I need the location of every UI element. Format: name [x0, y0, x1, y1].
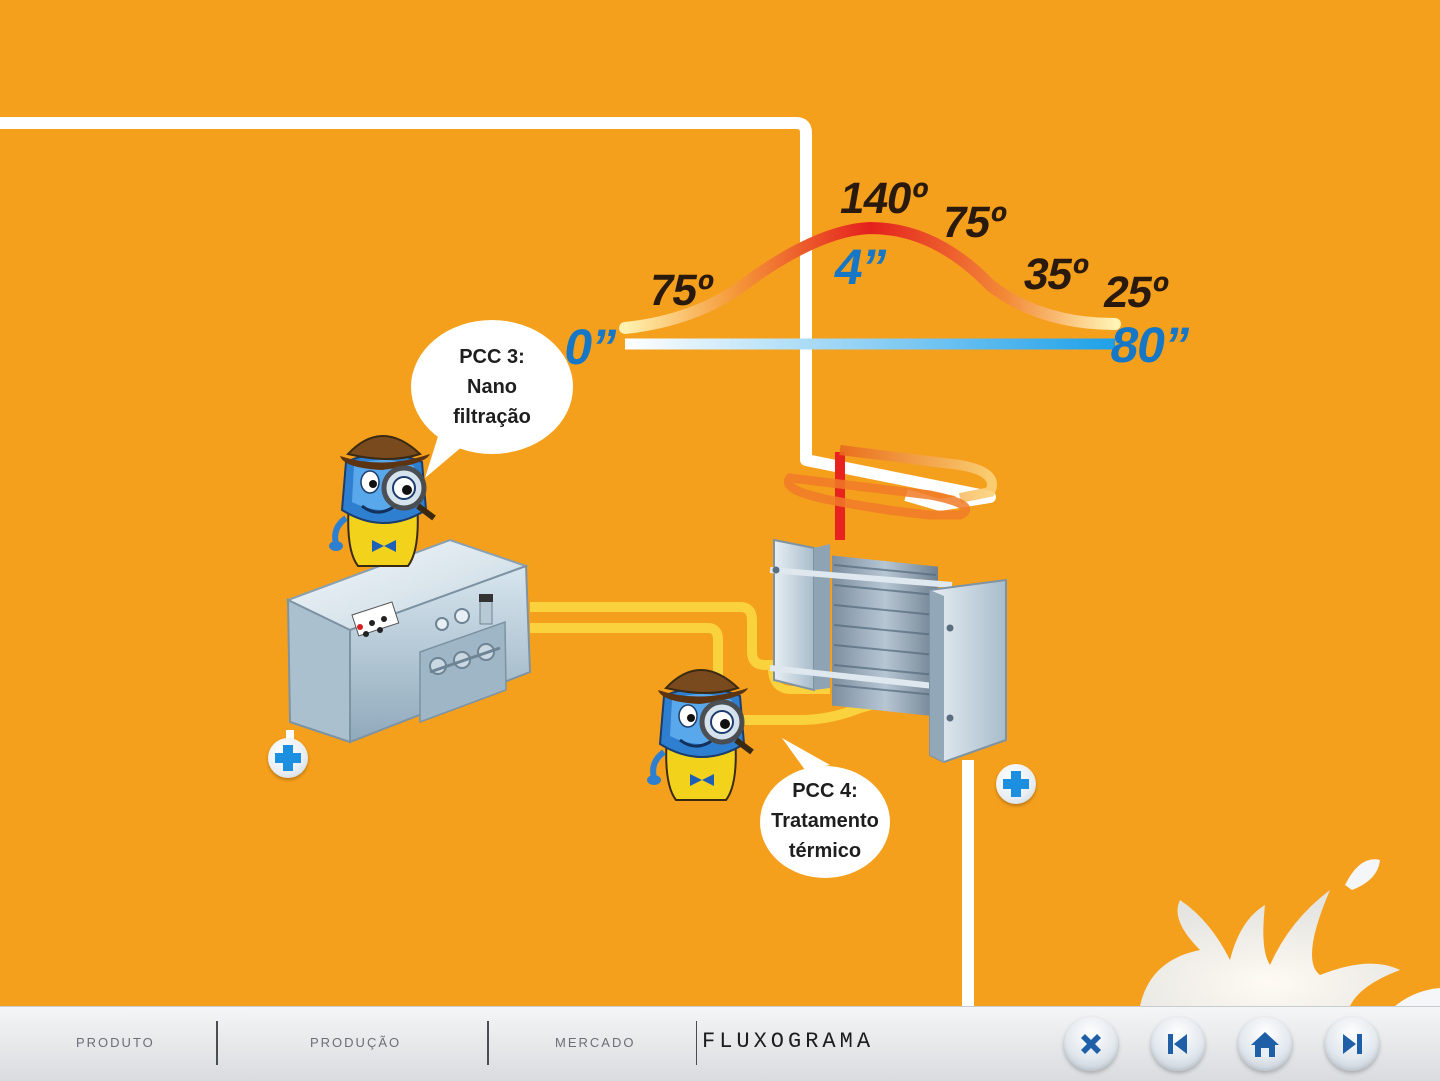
heat-exchanger-icon	[769, 538, 1007, 764]
previous-button[interactable]	[1151, 1017, 1205, 1071]
homogenizer-machine-icon	[285, 538, 532, 744]
nav-link-produto[interactable]: PRODUTO	[76, 1035, 155, 1050]
bottom-nav-bar: PRODUTO PRODUÇÃO MERCADO FLUXOGRAMA	[0, 1006, 1440, 1081]
speech-bubble-pcc4	[760, 738, 890, 878]
bubble-text-pcc4: PCC 4: Tratamento térmico	[760, 776, 890, 866]
next-icon	[1343, 1034, 1362, 1054]
time-label: 4”	[830, 239, 891, 295]
bubble-line: PCC 4:	[792, 780, 858, 802]
nav-divider	[216, 1021, 218, 1065]
previous-icon	[1168, 1034, 1187, 1054]
nav-link-producao[interactable]: PRODUÇÃO	[310, 1035, 402, 1050]
temperature-label: 75º	[645, 266, 716, 315]
product-pipe-1	[530, 602, 812, 670]
nav-divider	[696, 1021, 697, 1065]
speech-bubble-pcc3	[411, 320, 573, 478]
close-button[interactable]	[1064, 1017, 1118, 1071]
temperature-label: 75º	[938, 198, 1009, 247]
plus-icon	[275, 745, 301, 771]
milk-mascot-detective-icon	[647, 670, 752, 800]
plus-icon	[1003, 771, 1029, 797]
expand-homogenizer-button[interactable]	[268, 738, 308, 778]
home-icon	[1251, 1032, 1279, 1057]
close-icon	[1081, 1034, 1101, 1054]
milk-splash-icon	[1140, 859, 1440, 1006]
home-button[interactable]	[1238, 1017, 1292, 1071]
bubble-text-pcc3: PCC 3: Nano filtração	[432, 342, 552, 432]
nav-link-mercado[interactable]: MERCADO	[555, 1035, 636, 1050]
time-label: 80”	[1106, 317, 1194, 373]
bubble-line: Tratamento	[771, 810, 879, 832]
temperature-label: 25º	[1100, 268, 1171, 317]
bubble-line: filtração	[453, 406, 531, 428]
temperature-label: 35º	[1020, 250, 1091, 299]
milk-mascot-detective-icon	[329, 436, 434, 566]
temperature-curve	[619, 221, 1121, 334]
temperature-label: 140º	[836, 174, 931, 223]
bubble-line: PCC 3:	[459, 346, 525, 368]
nav-divider	[487, 1021, 489, 1065]
time-label: 0”	[560, 319, 621, 375]
expand-heat-exchanger-button[interactable]	[996, 764, 1036, 804]
white-pipe	[0, 117, 996, 511]
current-section-title: FLUXOGRAMA	[702, 1029, 875, 1054]
next-button[interactable]	[1325, 1017, 1379, 1071]
bubble-line: Nano	[467, 376, 517, 398]
bubble-line: térmico	[788, 840, 862, 862]
